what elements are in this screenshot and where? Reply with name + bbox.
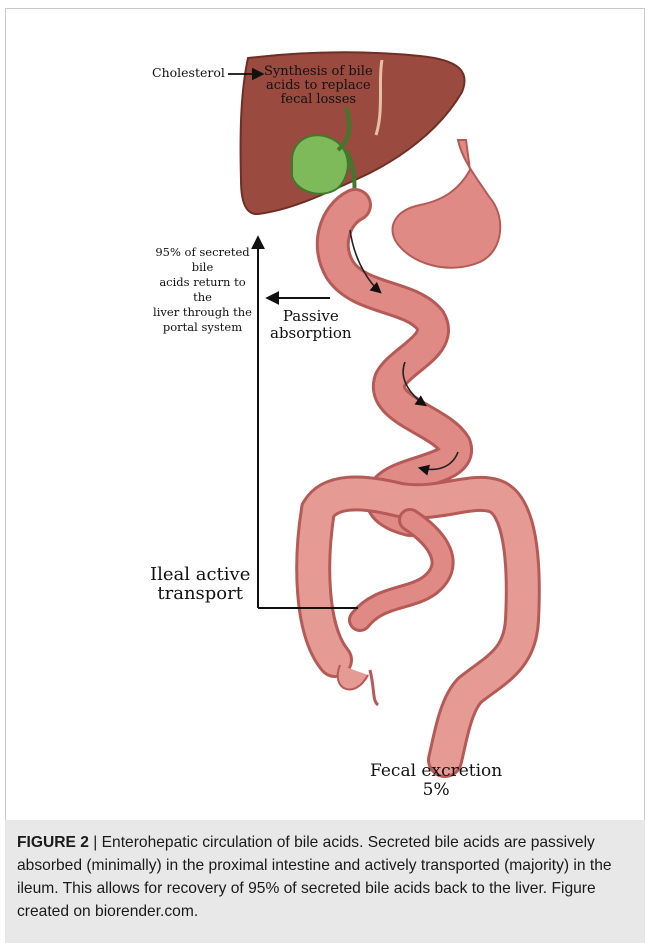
fecal-excretion-label: Fecal excretion 5%	[370, 762, 502, 800]
caption-text: Enterohepatic circulation of bile acids.…	[17, 834, 612, 920]
passive-absorption-label: Passive absorption	[270, 308, 352, 342]
figure-label: FIGURE 2	[17, 834, 89, 851]
ileal-transport-label: Ileal active transport	[150, 565, 250, 603]
figure-caption: FIGURE 2 | Enterohepatic circulation of …	[5, 820, 645, 943]
cholesterol-label: Cholesterol	[152, 65, 225, 80]
return-label: 95% of secreted bile acids return to the…	[150, 245, 255, 335]
enterohepatic-diagram	[0, 0, 651, 820]
synthesis-label: Synthesis of bile acids to replace fecal…	[264, 65, 373, 107]
caption-separator: |	[89, 834, 102, 851]
stomach	[393, 140, 501, 268]
